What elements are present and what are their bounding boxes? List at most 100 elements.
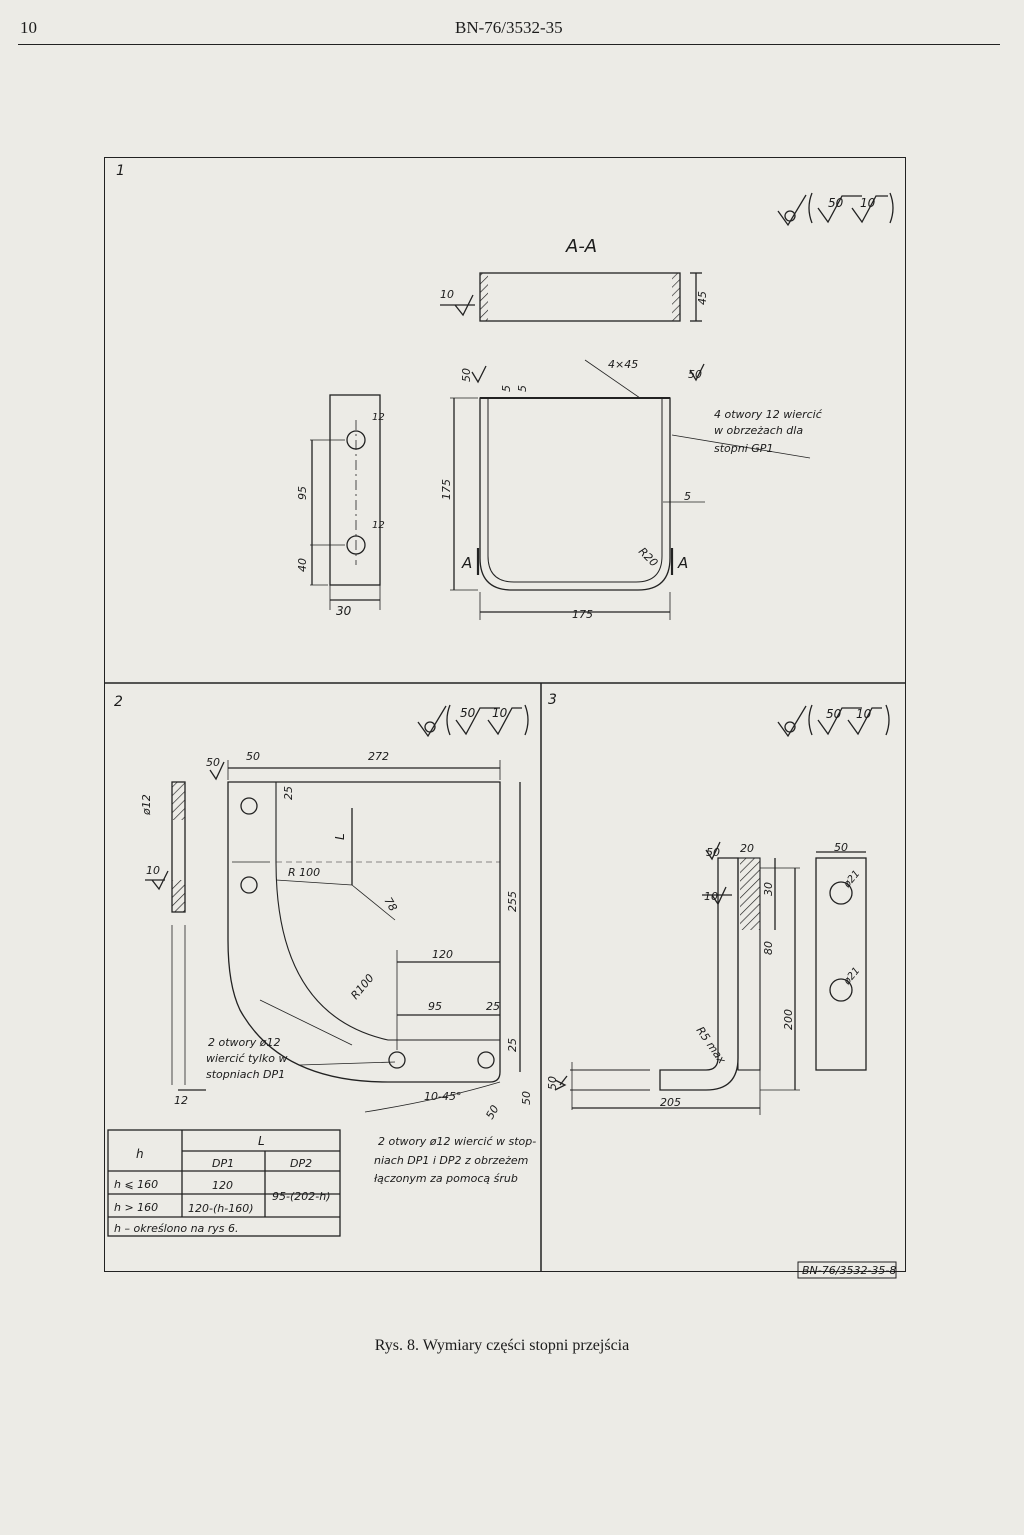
figure-caption: Rys. 8. Wymiary części stopni przejścia xyxy=(374,1337,630,1354)
dim-h25: 25 xyxy=(506,1038,519,1052)
note-right-3: łączonym za pomocą śrub xyxy=(374,1172,518,1185)
bar-hole1: 12 xyxy=(372,412,385,423)
bracket-side-view xyxy=(815,857,867,1071)
panel3-index: 3 xyxy=(548,692,557,708)
frame-height: 175 xyxy=(440,479,453,500)
dim-w272: 272 xyxy=(368,750,389,763)
frame-chamfer: 4×45 xyxy=(608,358,638,371)
section-marker-left: A xyxy=(461,554,472,572)
bracket-hole-1 xyxy=(829,881,853,905)
note-right-1: 2 otwory ø12 wiercić w stop- xyxy=(378,1135,536,1148)
table-col-h: h xyxy=(136,1147,144,1161)
section-label: A-A xyxy=(565,236,597,257)
dim-d78: 78 xyxy=(381,895,399,914)
dim-w50: 50 xyxy=(246,750,260,763)
dim-angle: 10-45° xyxy=(424,1090,461,1103)
dim-finish-b2: 50 xyxy=(520,1091,533,1105)
step-hole-2 xyxy=(240,876,258,894)
p3-f50b: 50 xyxy=(546,1076,559,1090)
bar-part xyxy=(329,394,381,586)
step-hole-4 xyxy=(477,1051,495,1069)
frame-note-1: 4 otwory 12 wiercić xyxy=(714,408,823,421)
frame-gap2: 5 xyxy=(516,385,529,392)
dim-hole12: ø12 xyxy=(140,794,153,816)
frame-finish-left: 50 xyxy=(460,368,473,382)
table-dp2-value: 95-(202-h) xyxy=(272,1190,331,1203)
note-left-2: wiercić tylko w xyxy=(206,1052,287,1065)
p3-f10: 10 xyxy=(704,890,718,903)
table-col-dp2: DP2 xyxy=(290,1157,312,1170)
page-number: 10 xyxy=(20,18,37,37)
frame-finish-right: 50 xyxy=(688,368,702,381)
panel2-index: 2 xyxy=(114,694,123,710)
frame-radius: R20 xyxy=(636,545,660,569)
bracket-hole-2 xyxy=(829,978,853,1002)
frame-gap1: 5 xyxy=(500,385,513,392)
dim-finish-side: 10 xyxy=(146,864,160,877)
header-rule xyxy=(18,44,1000,45)
note-left-3: stopniach DP1 xyxy=(206,1068,285,1081)
table-row2-dp1: 120-(h-160) xyxy=(188,1202,253,1215)
section-plate xyxy=(479,272,681,322)
dim-w120: 120 xyxy=(432,948,453,961)
standard-code: BN-76/3532-35 xyxy=(455,18,563,37)
table-col-L: L xyxy=(258,1134,265,1148)
table-col-dp1: DP1 xyxy=(212,1157,234,1170)
p3-d30: 30 xyxy=(762,882,775,896)
frame-note-2: w obrzeżach dla xyxy=(714,424,803,437)
p2-rough-b: 10 xyxy=(492,706,508,720)
table-footer: h – określono na rys 6. xyxy=(114,1222,239,1235)
p3-h200: 200 xyxy=(782,1009,795,1030)
dim-finish-top: 50 xyxy=(206,756,220,769)
p3-rough-b: 10 xyxy=(856,707,872,721)
p1-rough-b: 10 xyxy=(860,196,876,210)
dimensions-table xyxy=(107,1129,341,1237)
p3-w205: 205 xyxy=(660,1096,681,1109)
bar-width: 30 xyxy=(336,604,352,618)
note-left-1: 2 otwory ø12 xyxy=(208,1036,281,1049)
roughness-symbol-3 xyxy=(777,704,890,738)
p3-r5: R5 max xyxy=(694,1024,729,1066)
curved-step xyxy=(227,781,501,1083)
l-bracket xyxy=(659,857,739,1091)
step-hole-1 xyxy=(240,797,258,815)
p3-hole2: ø21 xyxy=(841,965,862,987)
p1-rough-a: 50 xyxy=(828,196,844,210)
dim-d25: 25 xyxy=(282,786,295,800)
dim-h255: 255 xyxy=(506,891,519,912)
dim-finish-b1: 50 xyxy=(483,1103,501,1122)
note-right-2: niach DP1 i DP2 z obrzeżem xyxy=(374,1154,528,1167)
bar-pitch: 95 xyxy=(296,486,309,500)
p2-rough-a: 50 xyxy=(460,706,476,720)
section-marker-right: A xyxy=(677,554,688,572)
u-frame xyxy=(479,397,671,591)
dim-r100b: R100 xyxy=(348,972,376,1002)
roughness-symbol-2 xyxy=(417,704,529,738)
roughness-symbol-1 xyxy=(777,192,894,227)
plate-finish: 10 xyxy=(440,288,454,301)
frame-gap3: 5 xyxy=(684,490,691,503)
p3-hole1: ø21 xyxy=(841,868,862,890)
table-row1-dp1: 120 xyxy=(212,1179,233,1192)
step-hole-3 xyxy=(388,1051,406,1069)
p3-f50c: 50 xyxy=(834,841,848,854)
panel1-index: 1 xyxy=(116,163,125,179)
plate-height: 45 xyxy=(696,291,709,305)
dim-w95: 95 xyxy=(428,1000,442,1013)
table-row1-h: h ⩽ 160 xyxy=(114,1178,158,1191)
p3-d80: 80 xyxy=(762,941,775,955)
frame-note-3: stopni GP1 xyxy=(714,442,773,455)
p3-f50a: 50 xyxy=(706,846,720,859)
drawing-number: BN-76/3532-35-8 xyxy=(802,1264,896,1277)
dim-thick: 12 xyxy=(174,1094,188,1107)
bar-hole2: 12 xyxy=(372,520,385,531)
bar-edge: 40 xyxy=(296,558,309,572)
dim-w25: 25 xyxy=(486,1000,500,1013)
drawing-frame xyxy=(104,157,906,1272)
p3-rough-a: 50 xyxy=(826,707,842,721)
dim-L: L xyxy=(333,833,347,840)
table-row2-h: h > 160 xyxy=(114,1201,158,1214)
dim-r100: R 100 xyxy=(288,866,320,879)
frame-width: 175 xyxy=(572,608,593,621)
